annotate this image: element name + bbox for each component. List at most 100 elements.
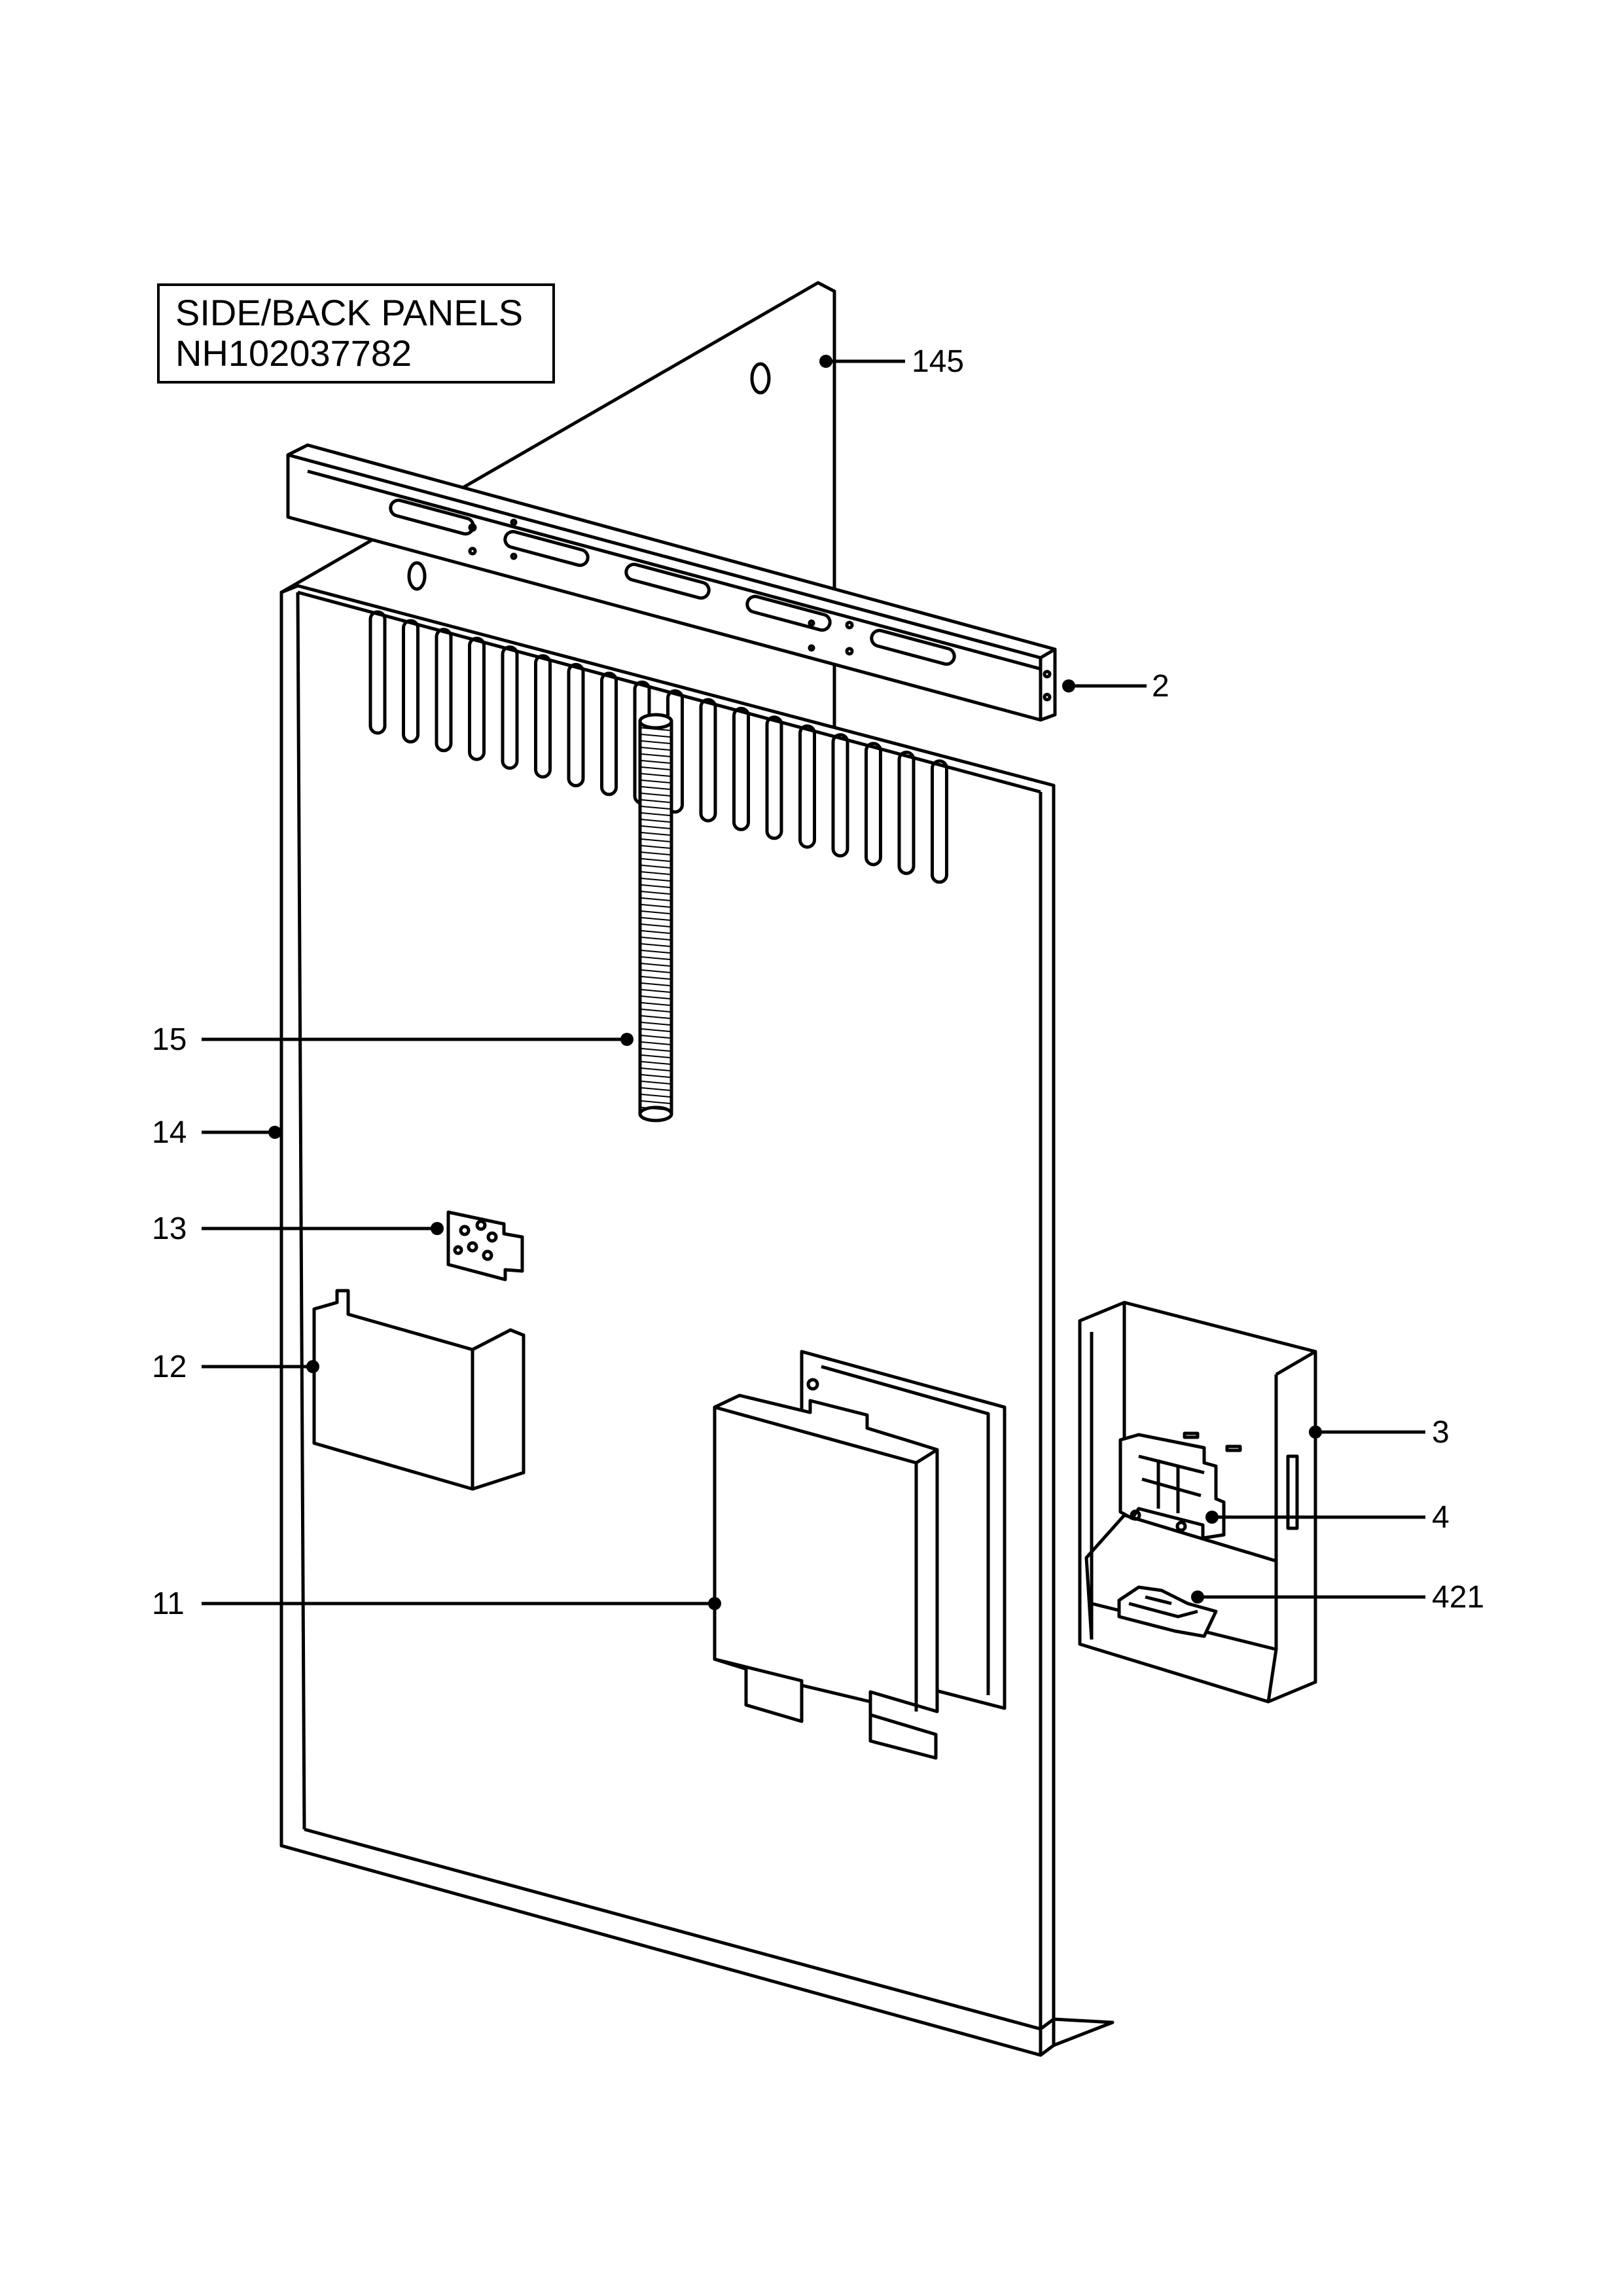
- vent-slot: [368, 610, 387, 735]
- vent-slot: [534, 654, 552, 779]
- hose-ring: [641, 1100, 671, 1104]
- diagram-part-number: NH102037782: [175, 332, 412, 374]
- callout-label-14: 14: [152, 1115, 187, 1150]
- hose-ring: [641, 1035, 671, 1039]
- vent-slot: [699, 698, 717, 823]
- hose-ring: [641, 963, 671, 967]
- hose-ring: [641, 891, 671, 895]
- hose-ring: [641, 865, 671, 869]
- vent-slot: [402, 619, 419, 744]
- hose-ring: [641, 904, 671, 908]
- hose-ring: [641, 884, 671, 888]
- hose-ring: [641, 1048, 671, 1052]
- hose-ring: [641, 766, 671, 770]
- hose-ring: [641, 799, 671, 803]
- hose-ring: [641, 812, 671, 816]
- hose-ring: [641, 1054, 671, 1058]
- hose-ring: [641, 1022, 671, 1026]
- callout-label-11: 11: [152, 1587, 185, 1621]
- hose-ring: [641, 727, 671, 731]
- hose-ring: [641, 1002, 671, 1006]
- hose-ring: [641, 780, 671, 783]
- callout-label-3: 3: [1432, 1415, 1450, 1450]
- hose-ring: [641, 845, 671, 849]
- callout-13: 13: [152, 1211, 444, 1246]
- callout-label-4: 4: [1432, 1500, 1450, 1535]
- hose-ring: [641, 897, 671, 901]
- vent-slot: [765, 715, 783, 840]
- hose-ring: [641, 924, 671, 927]
- vent-slot: [435, 628, 453, 753]
- hose-ring: [641, 950, 671, 954]
- diagram-title: SIDE/BACK PANELS: [175, 292, 524, 333]
- hose-ring: [641, 969, 671, 973]
- hose-ring: [641, 825, 671, 829]
- vent-slot: [831, 733, 849, 858]
- hose-ring: [641, 1041, 671, 1045]
- hose-ring: [641, 1061, 671, 1065]
- hose-ring: [641, 937, 671, 941]
- hose-ring: [641, 760, 671, 764]
- cover-plate-part: [312, 1289, 526, 1491]
- hose-ring: [641, 832, 671, 836]
- hose-ring: [641, 1074, 671, 1078]
- switch-part: [1117, 1585, 1218, 1638]
- back-panel-part: [279, 561, 1115, 2057]
- hose-ring: [641, 989, 671, 993]
- callout-421: 421: [1191, 1580, 1484, 1615]
- vent-slot: [897, 750, 916, 875]
- callout-3: 3: [1309, 1415, 1450, 1450]
- hose-ring: [641, 976, 671, 980]
- hose-ring: [641, 996, 671, 999]
- hose-ring: [641, 858, 671, 862]
- hose-ring: [641, 1028, 671, 1032]
- vent-slot: [732, 706, 750, 831]
- hose-ring: [641, 1067, 671, 1071]
- hose-ring: [641, 871, 671, 875]
- callout-layer: 145 2 15 14 13: [152, 344, 1484, 1621]
- hose-ring: [641, 806, 671, 810]
- callout-145: 145: [819, 344, 964, 379]
- vent-slot: [468, 636, 486, 761]
- hose-ring: [641, 1081, 671, 1085]
- hose-ring: [641, 747, 671, 751]
- vent-slot: [501, 645, 519, 770]
- callout-15: 15: [152, 1022, 633, 1057]
- small-bracket-part: [446, 1210, 524, 1282]
- top-rail-part: [286, 443, 1057, 722]
- callout-label-12: 12: [152, 1350, 187, 1384]
- hose-ring: [641, 1107, 671, 1111]
- callout-2: 2: [1062, 669, 1169, 704]
- hose-ring: [641, 917, 671, 921]
- vent-slot: [567, 662, 585, 787]
- callout-label-15: 15: [152, 1022, 187, 1057]
- hose-ring: [641, 930, 671, 934]
- control-module-part: [713, 1393, 939, 1760]
- callout-4: 4: [1205, 1500, 1450, 1535]
- callout-label-2: 2: [1152, 669, 1169, 704]
- vent-slot: [798, 724, 816, 849]
- diagram-title-box: SIDE/BACK PANELS NH102037782: [157, 283, 555, 384]
- hose-ring: [641, 982, 671, 986]
- hose-ring: [641, 838, 671, 842]
- callout-label-13: 13: [152, 1211, 187, 1246]
- hose-ring: [641, 1087, 671, 1091]
- hose-ring: [641, 753, 671, 757]
- vent-slot: [931, 759, 948, 884]
- callout-11: 11: [152, 1587, 721, 1621]
- hose-ring: [641, 956, 671, 960]
- hose-ring: [641, 852, 671, 855]
- hose-ring: [641, 734, 671, 738]
- hose-ring: [641, 819, 671, 823]
- hose-ring: [641, 740, 671, 744]
- hose-ring: [641, 910, 671, 914]
- hose-ring: [641, 773, 671, 777]
- vent-slot: [865, 742, 882, 867]
- hose-ring: [641, 1015, 671, 1019]
- hose-ring: [641, 1094, 671, 1098]
- flexible-hose-part: [638, 713, 673, 1122]
- vent-slot: [600, 672, 618, 797]
- hose-ring: [641, 943, 671, 947]
